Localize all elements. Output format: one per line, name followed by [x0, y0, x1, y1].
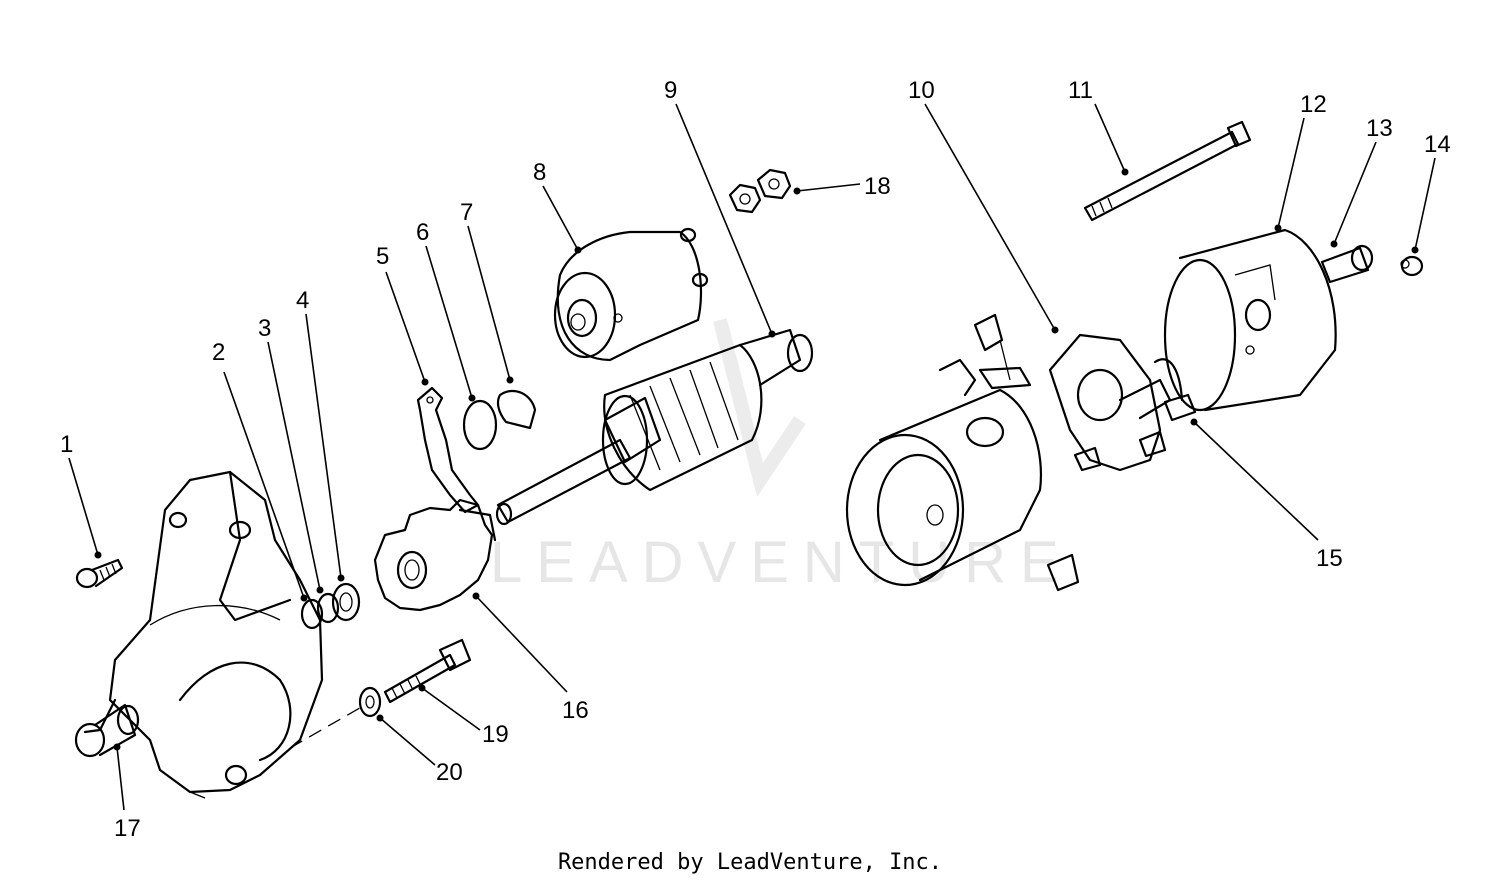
callout-1: 1 [60, 431, 73, 458]
footer-credit: Rendered by LeadVenture, Inc. [557, 850, 943, 875]
part-16-pinion-clutch [373, 498, 497, 612]
callout-13: 13 [1366, 115, 1393, 142]
part-7-cap [496, 389, 537, 430]
callout-9: 9 [664, 77, 677, 104]
part-11-through-bolt [1083, 120, 1252, 222]
part-8-solenoid [553, 227, 709, 362]
callout-7: 7 [460, 199, 473, 226]
callout-20: 20 [436, 759, 463, 786]
part-6-disc [462, 399, 498, 451]
callout-8: 8 [533, 159, 546, 186]
callout-4: 4 [296, 287, 309, 314]
callout-19: 19 [482, 721, 509, 748]
part-2-3-4-rings [300, 582, 361, 630]
part-12-end-cover [1163, 228, 1337, 412]
part-20-washer [358, 686, 382, 718]
callout-14: 14 [1424, 131, 1451, 158]
callout-5: 5 [376, 243, 389, 270]
callout-12: 12 [1300, 91, 1327, 118]
watermark: LEADVENTURE [490, 318, 1073, 595]
part-armature [601, 328, 814, 492]
callout-15: 15 [1316, 545, 1343, 572]
watermark-text: LEADVENTURE [490, 530, 1073, 595]
callout-10: 10 [908, 77, 935, 104]
callout-16: 16 [562, 697, 589, 724]
part-armature-shaft [495, 396, 662, 526]
part-19-bolt [383, 638, 472, 704]
part-10-brush-holder [1048, 333, 1172, 472]
part-18-nuts [728, 168, 792, 214]
callout-18: 18 [864, 173, 891, 200]
part-17-drive-housing [74, 470, 324, 799]
part-yoke [845, 313, 1080, 592]
callout-numbers: 1 2 3 4 5 6 7 8 9 10 11 12 13 14 15 16 1… [60, 77, 1451, 842]
part-13-bushing [1320, 244, 1374, 284]
part-5-shift-lever [416, 386, 480, 514]
callout-3: 3 [258, 315, 271, 342]
callout-6: 6 [416, 219, 429, 246]
callout-2: 2 [212, 339, 225, 366]
part-1-screw [75, 558, 124, 589]
callout-17: 17 [114, 815, 141, 842]
leader-lines [68, 103, 1436, 811]
part-14-cap [1400, 255, 1424, 277]
callout-11: 11 [1068, 77, 1093, 104]
